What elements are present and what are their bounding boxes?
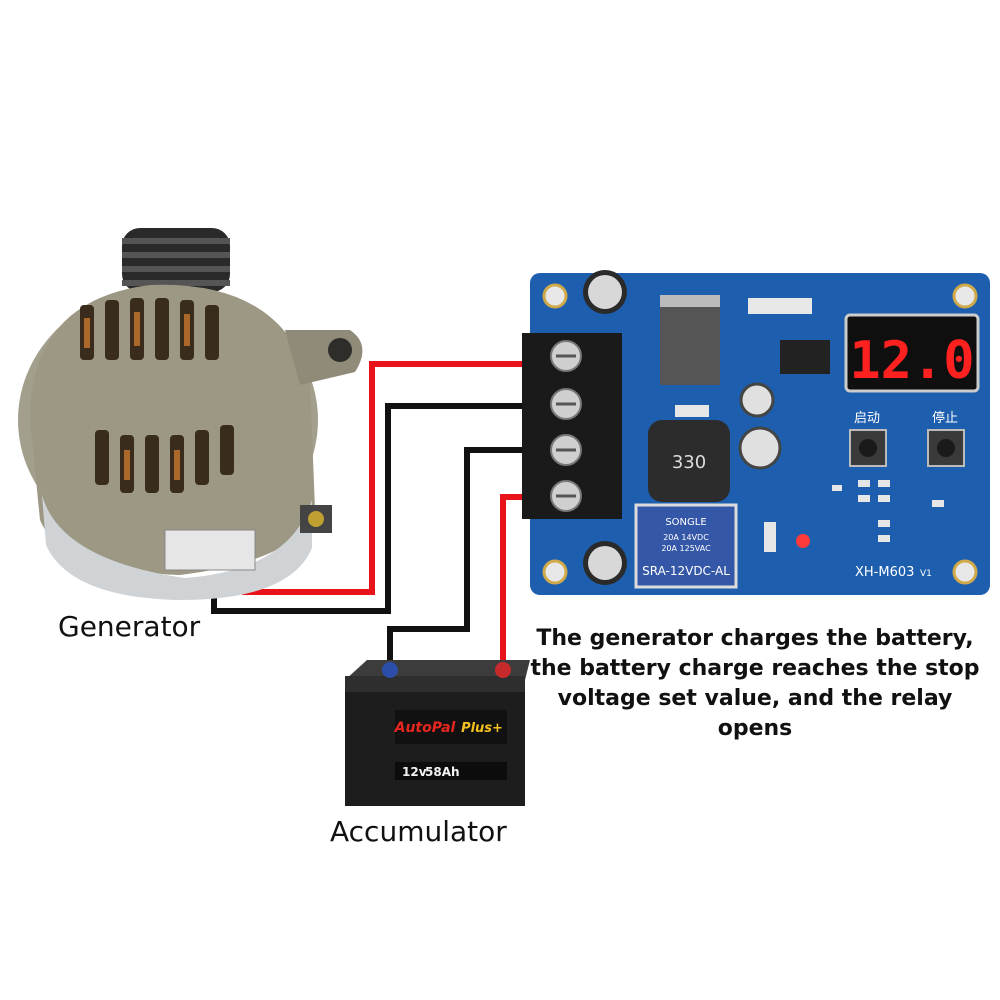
generator <box>18 228 363 600</box>
red-wire-generator <box>242 361 545 595</box>
negative-terminal-icon <box>382 662 398 678</box>
battery-capacity: 58Ah <box>425 765 460 779</box>
battery-brand-2: Plus+ <box>461 721 503 736</box>
board-version: V1 <box>920 569 932 579</box>
relay-brand: SONGLE <box>665 517 706 528</box>
black-wire-generator <box>211 403 545 614</box>
black-wire-battery <box>387 447 545 660</box>
relay-spec-2: 20A 125VAC <box>661 544 711 553</box>
caption: The generator charges the battery, the b… <box>520 624 990 744</box>
led-display-value: 12.0 <box>849 331 974 391</box>
relay-spec-1: 20A 14VDC <box>663 533 709 542</box>
battery-brand: AutoPal <box>394 720 456 736</box>
caption-line: voltage set value, and the relay <box>557 686 953 711</box>
relay-model: SRA-12VDC-AL <box>642 564 730 578</box>
board-model: XH-M603 <box>855 565 914 580</box>
battery-voltage: 12v <box>402 765 427 779</box>
caption-line: The generator charges the battery, <box>536 626 974 651</box>
stop-button-label: 停止 <box>932 410 958 426</box>
caption-line: the battery charge reaches the stop <box>530 656 980 681</box>
generator-label: Generator <box>58 610 201 643</box>
caption-line: opens <box>717 716 793 741</box>
accumulator-label: Accumulator <box>330 815 507 848</box>
positive-terminal-icon <box>495 662 511 678</box>
inductor-code: 330 <box>672 452 706 473</box>
control-board: 330 12.0 启动 停止 SONGLE 20A 14VDC 20A 125V… <box>522 270 990 595</box>
start-button-label: 启动 <box>854 411 880 426</box>
indicator-led <box>796 534 810 548</box>
battery: AutoPal Plus+ 12v 58Ah <box>345 660 530 806</box>
